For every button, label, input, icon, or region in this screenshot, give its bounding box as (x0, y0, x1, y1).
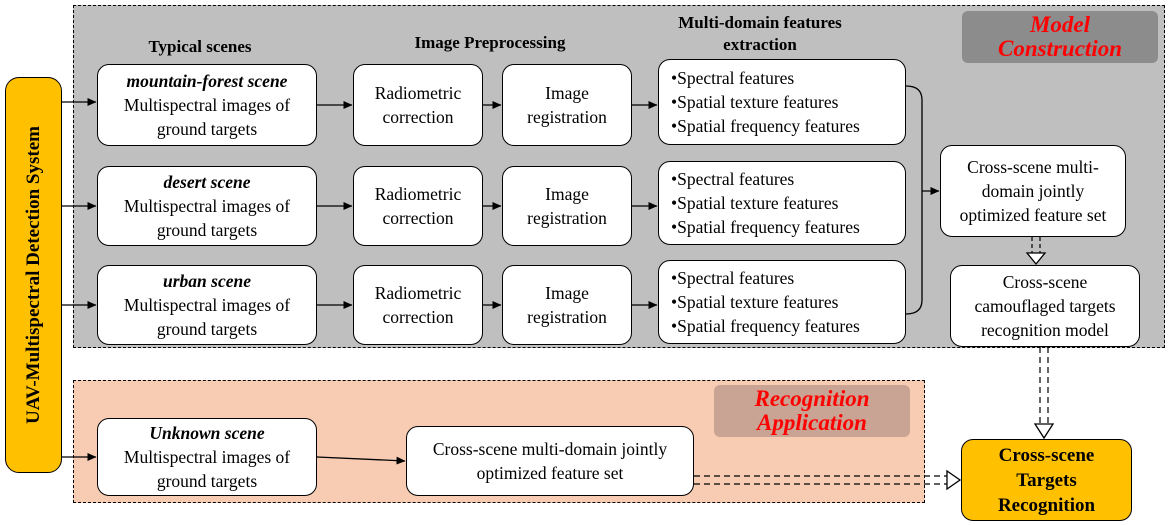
radiometric-line2: correction (382, 208, 454, 228)
scene-desc-line2: ground targets (156, 471, 258, 491)
features-box: •Spectral features •Spatial texture feat… (658, 161, 906, 245)
joint-feature-line2: domain jointly (981, 181, 1085, 201)
recognition-model-box: Cross-scene camouflaged targets recognit… (950, 265, 1140, 347)
unknown-feature-line2: optimized feature set (476, 463, 624, 483)
result-line3: Recognition (997, 494, 1096, 516)
result-line1: Cross-scene (998, 444, 1095, 466)
feature-spatial-frequency: •Spatial frequency features (671, 316, 860, 336)
unknown-feature-set-box: Cross-scene multi-domain jointly optimiz… (406, 426, 694, 496)
scene-desc-line1: Multispectral images of (123, 295, 291, 315)
feature-spectral: •Spectral features (671, 268, 795, 288)
uav-system-block: UAV-Multispectral Detection System (5, 77, 62, 473)
feature-bracket (905, 85, 923, 315)
feature-spatial-frequency: •Spatial frequency features (671, 116, 860, 136)
scene-title: desert scene (163, 172, 251, 192)
image-registration-box: Image registration (502, 64, 632, 146)
image-registration-box: Image registration (502, 166, 632, 246)
scene-desc-line2: ground targets (156, 319, 258, 339)
scene-desc-line2: ground targets (156, 119, 258, 139)
registration-line1: Image (545, 283, 589, 303)
recog-tag-line1: Recognition (754, 386, 870, 411)
recognition-model-line2: camouflaged targets (974, 296, 1116, 316)
recognition-application-tag: Recognition Application (714, 385, 910, 437)
feature-spatial-frequency: •Spatial frequency features (671, 217, 860, 237)
header-features-line2: extraction (723, 35, 797, 54)
scene-box-urban: urban scene Multispectral images of grou… (97, 265, 317, 345)
feature-spectral: •Spectral features (671, 68, 795, 88)
features-box: •Spectral features •Spatial texture feat… (658, 59, 906, 145)
feature-spatial-texture: •Spatial texture features (671, 92, 839, 112)
recognition-model-line1: Cross-scene (1002, 272, 1088, 292)
model-tag-line1: Model (1029, 12, 1091, 37)
scene-desc-line2: ground targets (156, 220, 258, 240)
radiometric-line1: Radiometric (374, 83, 462, 103)
scene-box-desert: desert scene Multispectral images of gro… (97, 166, 317, 246)
scene-title: mountain-forest scene (126, 71, 288, 91)
recognition-model-line3: recognition model (981, 320, 1109, 340)
registration-line2: registration (527, 107, 607, 127)
feature-spatial-texture: •Spatial texture features (671, 193, 839, 213)
joint-feature-set-box: Cross-scene multi- domain jointly optimi… (940, 145, 1126, 237)
feature-spatial-texture: •Spatial texture features (671, 292, 839, 312)
result-line2: Targets (1016, 469, 1077, 491)
hollow-arrowhead (1033, 423, 1055, 440)
recog-tag-line2: Application (757, 410, 867, 435)
scene-title: urban scene (163, 271, 251, 291)
scene-title: Unknown scene (149, 423, 265, 443)
header-features-line1: Multi-domain features (678, 13, 842, 32)
scene-desc-line1: Multispectral images of (123, 95, 291, 115)
image-registration-box: Image registration (502, 265, 632, 345)
features-box: •Spectral features •Spatial texture feat… (658, 260, 906, 344)
scene-box-unknown: Unknown scene Multispectral images of gr… (97, 418, 317, 496)
radiometric-correction-box: Radiometric correction (353, 64, 483, 146)
hollow-arrowhead (946, 469, 962, 491)
feature-spectral: •Spectral features (671, 169, 795, 189)
unknown-feature-line1: Cross-scene multi-domain jointly (432, 439, 668, 459)
radiometric-correction-box: Radiometric correction (353, 265, 483, 345)
registration-line2: registration (527, 307, 607, 327)
hollow-arrowhead (1025, 252, 1047, 266)
model-tag-line2: Construction (998, 36, 1122, 61)
header-features-extraction: Multi-domain features extraction (660, 12, 860, 56)
radiometric-correction-box: Radiometric correction (353, 166, 483, 246)
radiometric-line1: Radiometric (374, 184, 462, 204)
registration-line1: Image (545, 184, 589, 204)
scene-desc-line1: Multispectral images of (123, 447, 291, 467)
radiometric-line1: Radiometric (374, 283, 462, 303)
targets-recognition-result: Cross-scene Targets Recognition (961, 439, 1132, 521)
radiometric-line2: correction (382, 107, 454, 127)
header-typical-scenes: Typical scenes (148, 37, 252, 56)
header-image-preprocessing: Image Preprocessing (414, 33, 566, 52)
scene-box-mountain-forest: mountain-forest scene Multispectral imag… (97, 64, 317, 146)
model-construction-tag: Model Construction (962, 11, 1158, 63)
scene-desc-line1: Multispectral images of (123, 196, 291, 216)
arrow-unknown-to-features (316, 456, 406, 465)
radiometric-line2: correction (382, 307, 454, 327)
registration-line2: registration (527, 208, 607, 228)
joint-feature-line3: optimized feature set (959, 205, 1107, 225)
joint-feature-line1: Cross-scene multi- (967, 157, 1099, 177)
registration-line1: Image (545, 83, 589, 103)
